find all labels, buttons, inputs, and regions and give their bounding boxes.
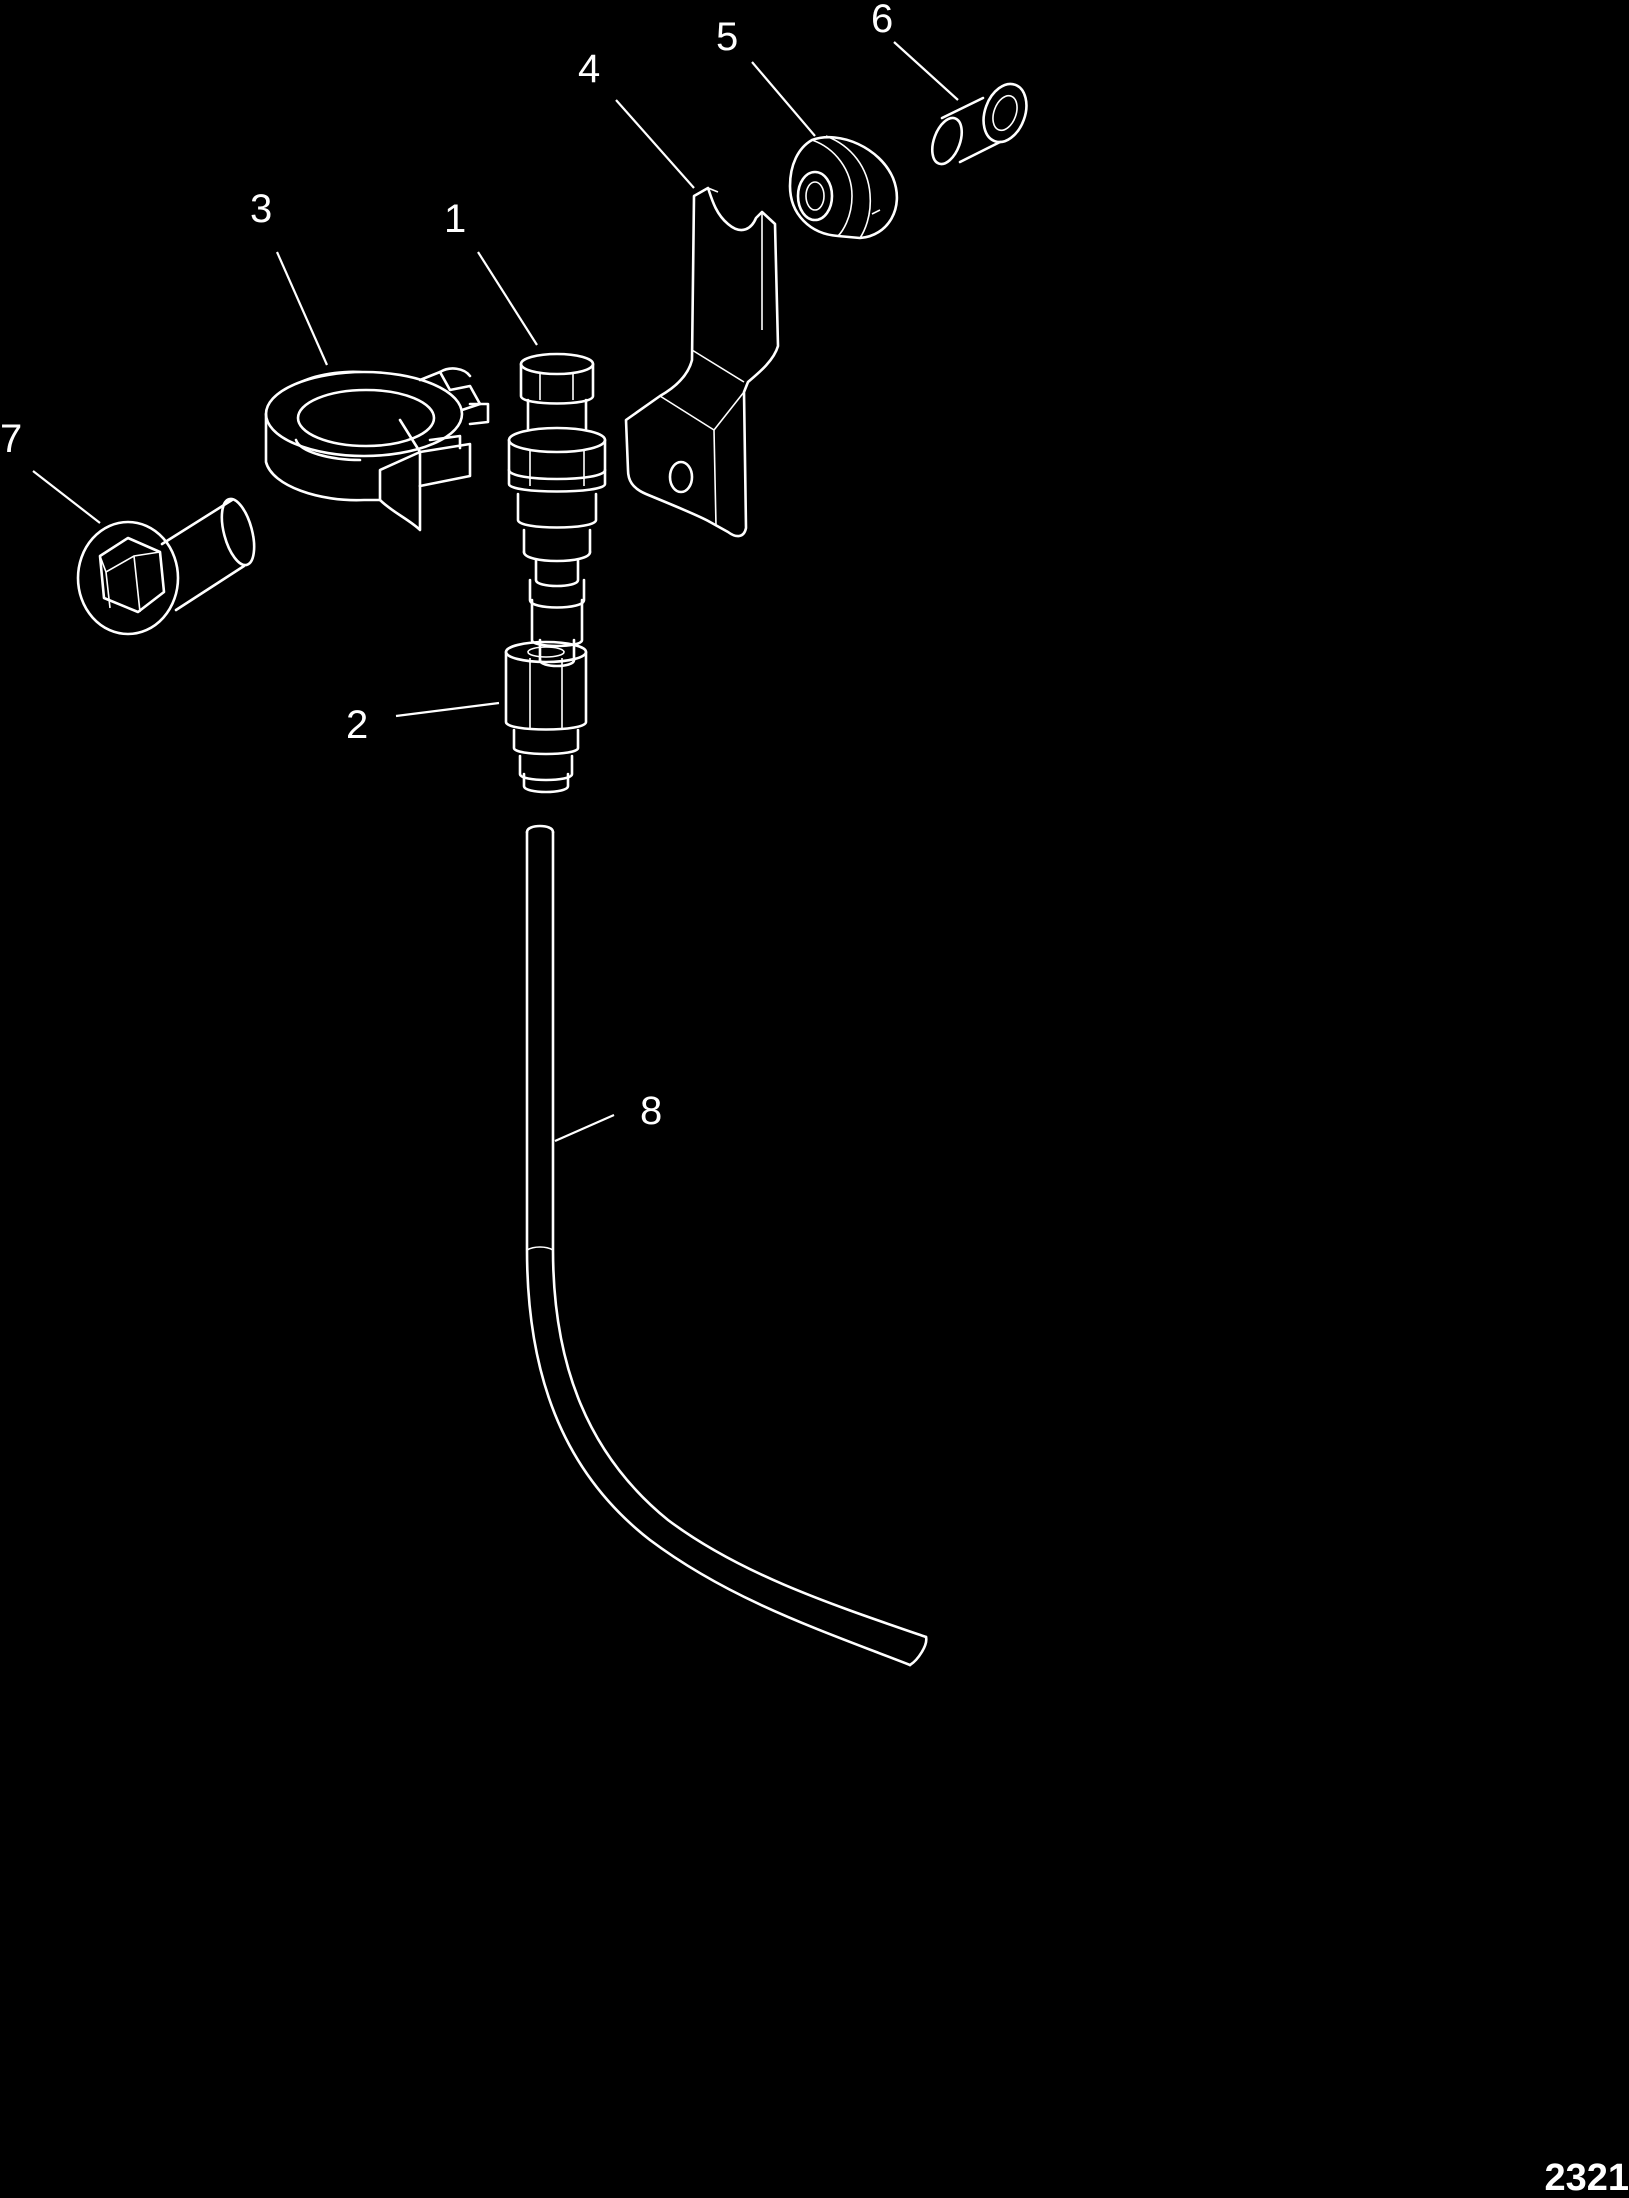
figure-number: 2321 [1544, 2157, 1629, 2198]
part-1-fitting [507, 352, 607, 668]
part-6-sleeve [930, 82, 1028, 166]
callout-6: 6 [871, 0, 893, 41]
leader-7 [32, 470, 101, 524]
leader-1 [477, 251, 538, 346]
part-4-bracket [624, 186, 780, 538]
part-8-hose [525, 824, 928, 1667]
leader-lines [32, 41, 959, 1143]
leader-6 [893, 41, 959, 101]
part-7-bolt [76, 497, 256, 636]
callout-8: 8 [640, 1089, 662, 1133]
leader-4 [615, 99, 695, 189]
callout-3: 3 [250, 187, 272, 231]
callout-7: 7 [0, 417, 22, 461]
leader-8 [554, 1113, 615, 1143]
callout-4: 4 [578, 47, 600, 91]
leader-3 [275, 251, 329, 366]
callouts: 1 2 3 4 5 6 7 8 [0, 0, 893, 1133]
part-3-clamp [264, 367, 490, 532]
callout-5: 5 [716, 15, 738, 59]
callout-2: 2 [346, 703, 368, 747]
leader-2 [395, 701, 500, 718]
part-5-grommet [788, 135, 899, 240]
leader-5 [751, 61, 816, 137]
callout-1: 1 [444, 197, 466, 241]
part-2-fitting [504, 640, 588, 794]
